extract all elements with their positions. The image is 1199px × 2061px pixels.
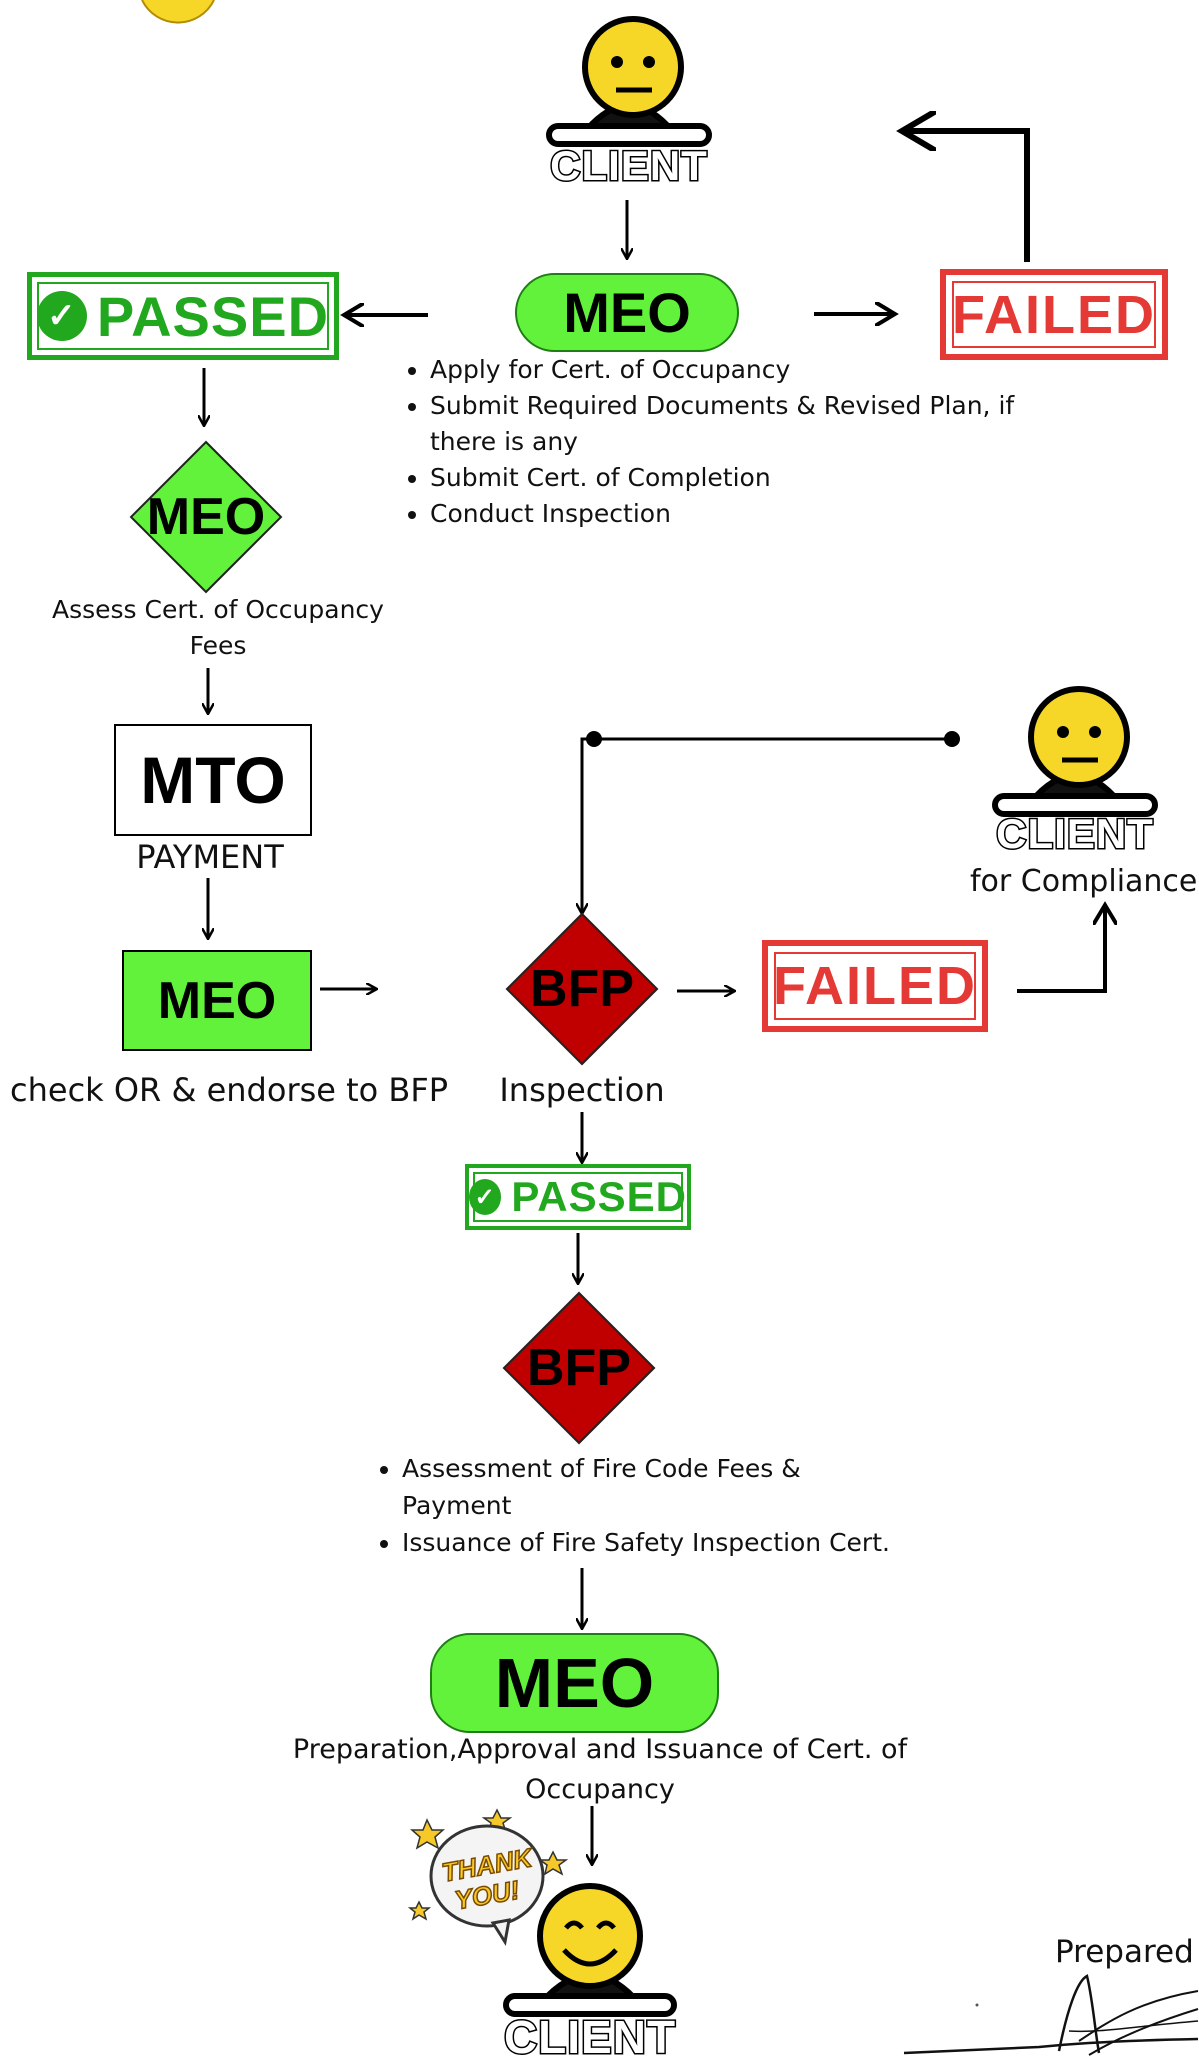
- bfp-inspection-label: BFP: [530, 960, 634, 1018]
- meo-top-step: Conduct Inspection: [430, 496, 1030, 532]
- meo-assess-label: MEO: [146, 488, 266, 546]
- meo-top-label: MEO: [563, 281, 691, 344]
- meo-top-step: Apply for Cert. of Occupancy: [430, 352, 1030, 388]
- meo-top-step: Submit Required Documents & Revised Plan…: [430, 388, 1030, 460]
- bfp-fees-steps: Assessment of Fire Code Fees & Payment I…: [374, 1450, 942, 1561]
- failed-mid-label: FAILED: [772, 956, 977, 1016]
- mto-label: MTO: [140, 743, 286, 817]
- passed-top-stamp: ✓ PASSED: [27, 272, 339, 360]
- thank-you-bubble: THANK YOU!: [405, 1808, 570, 1948]
- prepared-label: Prepared: [1055, 1934, 1194, 1970]
- mto-box: MTO: [114, 724, 312, 836]
- bfp-fees-diamond: BFP: [502, 1291, 656, 1445]
- meo-final-pill: MEO: [430, 1633, 719, 1733]
- bfp-inspection-diamond: BFP: [505, 912, 659, 1066]
- meo-top-steps: Apply for Cert. of Occupancy Submit Requ…: [402, 352, 1030, 532]
- failed-top-stamp: FAILED: [940, 269, 1168, 360]
- arrow-client-return-to-bfp: [582, 737, 952, 913]
- client-compliance-caption: for Compliance: [970, 864, 1198, 899]
- client-bottom: CLIENT: [500, 1870, 680, 2061]
- passed-top-label: PASSED: [96, 284, 330, 348]
- client-compliance-label: CLIENT: [995, 809, 1155, 859]
- client-top: CLIENT: [544, 8, 714, 198]
- thank-you-speech-bubble-icon: [407, 1808, 569, 1947]
- failed-mid-stamp: FAILED: [762, 940, 988, 1032]
- meo-final-caption: Preparation,Approval and Issuance of Cer…: [292, 1734, 908, 1805]
- arrow-failed-to-client: [1017, 905, 1105, 993]
- meo-assess-caption: Assess Cert. of Occupancy Fees: [52, 595, 384, 660]
- bfp-inspection-caption: Inspection: [499, 1071, 665, 1109]
- meo-check-label: MEO: [157, 971, 277, 1030]
- client-compliance: CLIENT: [990, 678, 1160, 868]
- arrow-failed-loop: [902, 131, 1030, 262]
- partial-seal-graphic: [141, 0, 215, 24]
- bfp-fees-step: Assessment of Fire Code Fees & Payment: [402, 1450, 832, 1524]
- mto-caption: PAYMENT: [136, 838, 284, 876]
- bfp-fees-step: Issuance of Fire Safety Inspection Cert.: [402, 1524, 942, 1561]
- passed-mid-label: PASSED: [511, 1173, 687, 1220]
- meo-top-pill: MEO: [515, 273, 739, 352]
- passed-mid-stamp: ✓ PASSED: [465, 1164, 691, 1230]
- signature-graphic: [903, 1974, 1199, 2056]
- client-bottom-label: CLIENT: [502, 2010, 677, 2061]
- meo-assess-diamond: MEO: [129, 440, 283, 594]
- client-face-icon: [992, 686, 1158, 817]
- client-face-icon: [546, 16, 712, 147]
- meo-check-box: MEO: [122, 950, 312, 1051]
- meo-check-caption: check OR & endorse to BFP: [10, 1071, 449, 1109]
- bfp-fees-label: BFP: [527, 1339, 631, 1397]
- failed-top-label: FAILED: [951, 284, 1156, 345]
- client-smile-face-icon: [503, 1883, 677, 2017]
- meo-top-step: Submit Cert. of Completion: [430, 460, 1030, 496]
- meo-final-label: MEO: [494, 1644, 655, 1722]
- check-circle-icon: ✓: [36, 291, 87, 341]
- client-top-label: CLIENT: [549, 141, 709, 191]
